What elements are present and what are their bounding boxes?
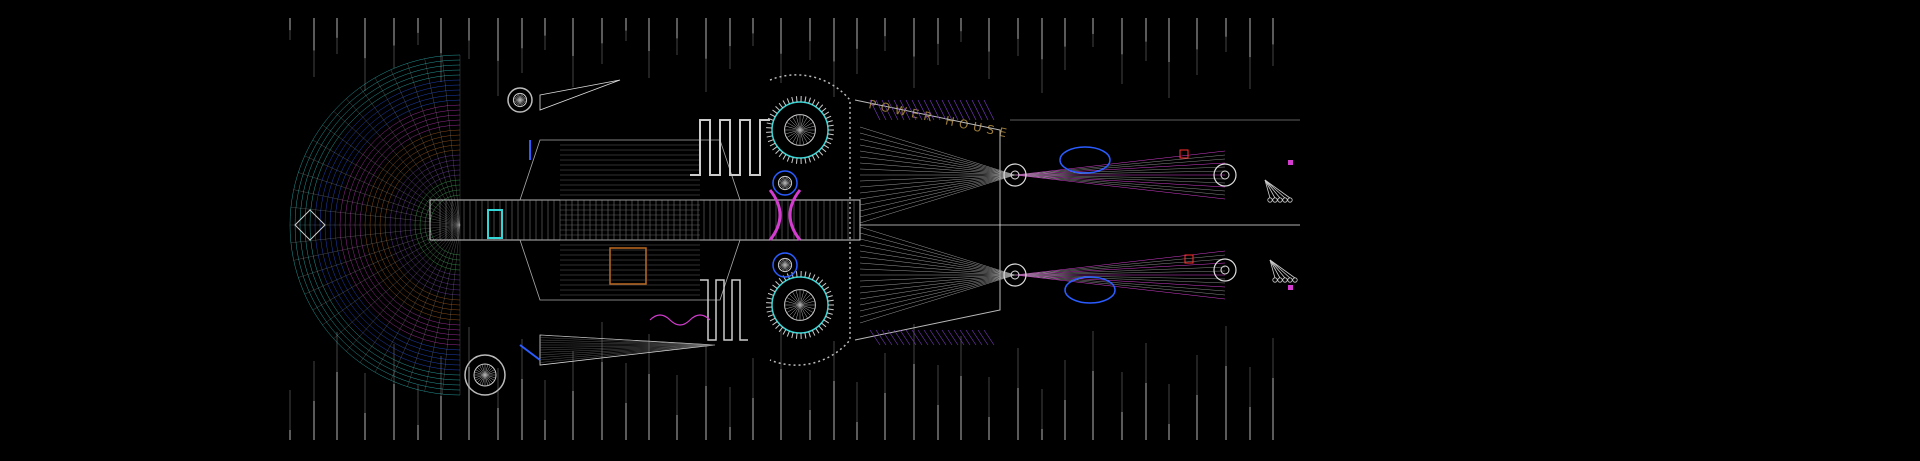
leader-text-bottom — [1249, 407, 1251, 440]
leader-text-top — [1272, 18, 1274, 44]
leader-text-bottom — [705, 386, 707, 440]
leader-text-bottom — [780, 369, 782, 440]
leader-text-bottom — [1225, 366, 1227, 440]
leader-text-bottom — [1168, 424, 1170, 440]
leader-text-bottom — [1272, 378, 1274, 440]
leader-text-top — [809, 18, 811, 41]
leader-text-top — [648, 18, 650, 51]
leader-text-top — [988, 18, 990, 52]
magenta-marker — [1288, 160, 1293, 165]
leader-text-top — [729, 18, 731, 46]
leader-text-bottom — [1092, 371, 1094, 440]
leader-text-bottom — [417, 425, 419, 440]
leader-text-top — [1041, 18, 1043, 59]
leader-text-top — [417, 18, 419, 33]
wheel-cog — [796, 96, 797, 102]
leader-text-top — [1064, 18, 1066, 47]
leader-text-top — [289, 18, 291, 30]
leader-text-top — [780, 18, 782, 54]
leader-text-bottom — [572, 391, 574, 440]
leader-text-bottom — [729, 427, 731, 440]
leader-text-top — [1225, 18, 1227, 37]
leader-text-top — [1196, 18, 1198, 49]
leader-text-top — [625, 18, 627, 31]
leader-text-bottom — [313, 401, 315, 440]
leader-text-bottom — [937, 405, 939, 440]
leader-text-top — [833, 18, 835, 61]
leader-text-bottom — [1121, 412, 1123, 440]
leader-text-bottom — [676, 415, 678, 440]
leader-text-bottom — [752, 398, 754, 440]
magenta-marker — [1288, 285, 1293, 290]
leader-text-top — [1092, 18, 1094, 34]
leader-text-top — [1168, 18, 1170, 62]
wheel-cog — [796, 271, 797, 277]
leader-text-top — [544, 18, 546, 36]
leader-text-bottom — [960, 376, 962, 440]
leader-text-top — [884, 18, 886, 36]
leader-text-bottom — [625, 403, 627, 440]
leader-text-bottom — [856, 422, 858, 440]
leader-text-bottom — [440, 396, 442, 440]
leader-text-bottom — [601, 362, 603, 440]
leader-text-bottom — [468, 367, 470, 440]
leader-text-top — [913, 18, 915, 57]
leader-text-top — [497, 18, 499, 61]
leader-text-top — [364, 18, 366, 58]
leader-text-top — [1145, 18, 1147, 42]
leader-text-top — [468, 18, 470, 41]
leader-text-top — [856, 18, 858, 49]
leader-text-bottom — [1064, 400, 1066, 440]
leader-text-top — [752, 18, 754, 33]
leader-text-top — [1249, 18, 1251, 57]
leader-text-bottom — [364, 413, 366, 440]
leader-text-bottom — [988, 417, 990, 440]
leader-text-top — [572, 18, 574, 56]
leader-text-bottom — [833, 381, 835, 440]
leader-text-top — [393, 18, 395, 46]
leader-text-top — [601, 18, 603, 43]
leader-text-top — [1017, 18, 1019, 39]
leader-text-bottom — [1041, 429, 1043, 440]
leader-text-top — [313, 18, 315, 50]
leader-text-bottom — [1196, 395, 1198, 440]
leader-text-top — [937, 18, 939, 44]
leader-text-top — [676, 18, 678, 38]
leader-text-top — [705, 18, 707, 59]
leader-text-top — [440, 18, 442, 53]
leader-text-bottom — [913, 364, 915, 440]
leader-text-bottom — [393, 384, 395, 440]
leader-text-bottom — [521, 379, 523, 440]
leader-text-bottom — [1145, 383, 1147, 440]
leader-text-top — [521, 18, 523, 48]
wheel-cog — [796, 333, 797, 339]
leader-text-bottom — [1017, 388, 1019, 440]
leader-text-bottom — [884, 393, 886, 440]
leader-text-bottom — [809, 410, 811, 440]
leader-text-top — [1121, 18, 1123, 54]
leader-text-bottom — [648, 374, 650, 440]
wheel-cog — [796, 158, 797, 164]
leader-text-top — [336, 18, 338, 38]
leader-text-bottom — [289, 430, 291, 440]
leader-text-bottom — [497, 408, 499, 440]
leader-text-bottom — [544, 420, 546, 440]
leader-text-top — [960, 18, 962, 31]
leader-text-bottom — [336, 372, 338, 440]
